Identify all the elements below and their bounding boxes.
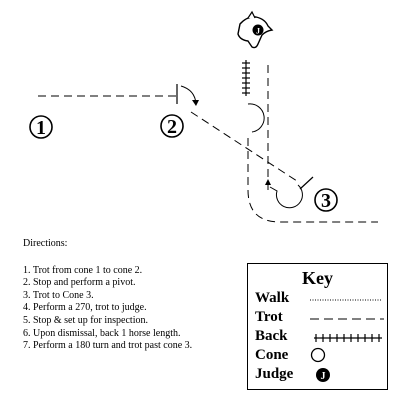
key-legend: Key Walk Trot Back Cone Judge bbox=[247, 263, 388, 390]
back-path-hatches bbox=[242, 62, 250, 94]
cone-2: 2 bbox=[160, 114, 184, 138]
judge-icon-letter: J bbox=[256, 27, 260, 36]
direction-step: 1. Trot from cone 1 to cone 2. bbox=[23, 264, 143, 276]
trot-path-final bbox=[247, 138, 378, 223]
key-trot-label: Trot bbox=[255, 309, 283, 325]
directions-heading: Directions: bbox=[23, 238, 68, 249]
key-cone-label: Cone bbox=[255, 347, 289, 363]
direction-step: 3. Trot to Cone 3. bbox=[23, 289, 94, 301]
direction-step: 6. Upon dismissal, back 1 horse length. bbox=[23, 327, 181, 339]
cone-3: 3 bbox=[314, 188, 338, 212]
direction-step: 7. Perform a 180 turn and trot past cone… bbox=[23, 340, 193, 352]
direction-step: 2. Stop and perform a pivot. bbox=[23, 277, 136, 289]
key-back-label: Back bbox=[255, 328, 288, 344]
turn-270-arc bbox=[269, 184, 303, 209]
key-cone-sample bbox=[310, 347, 326, 363]
direction-step: 4. Perform a 270, trot to judge. bbox=[23, 302, 147, 314]
trot-path-cone2-to-cone3 bbox=[190, 111, 301, 184]
key-title: Key bbox=[302, 268, 333, 288]
directions-list: 1. Trot from cone 1 to cone 2. 2. Stop a… bbox=[23, 265, 248, 353]
cone-1-label: 1 bbox=[36, 117, 46, 139]
trot-to-judge-arrow bbox=[265, 179, 271, 185]
key-walk-label: Walk bbox=[255, 290, 290, 306]
key-judge-sample: J bbox=[316, 368, 330, 382]
key-judge-label: Judge bbox=[255, 366, 294, 382]
key-back-sample bbox=[314, 334, 382, 342]
cone-2-label: 2 bbox=[167, 116, 177, 138]
horse-judge-icon: J bbox=[237, 10, 274, 49]
stop-marker-cone3 bbox=[299, 176, 314, 190]
key-judge-letter: J bbox=[321, 371, 326, 382]
direction-step: 5. Stop & set up for inspection. bbox=[23, 314, 148, 326]
turn-180-arc bbox=[247, 103, 265, 133]
directions-panel: Directions: 1. Trot from cone 1 to cone … bbox=[23, 238, 248, 353]
cone-1: 1 bbox=[29, 115, 53, 139]
pivot-arrow-cone2 bbox=[192, 100, 199, 106]
cone-3-label: 3 bbox=[321, 190, 331, 212]
